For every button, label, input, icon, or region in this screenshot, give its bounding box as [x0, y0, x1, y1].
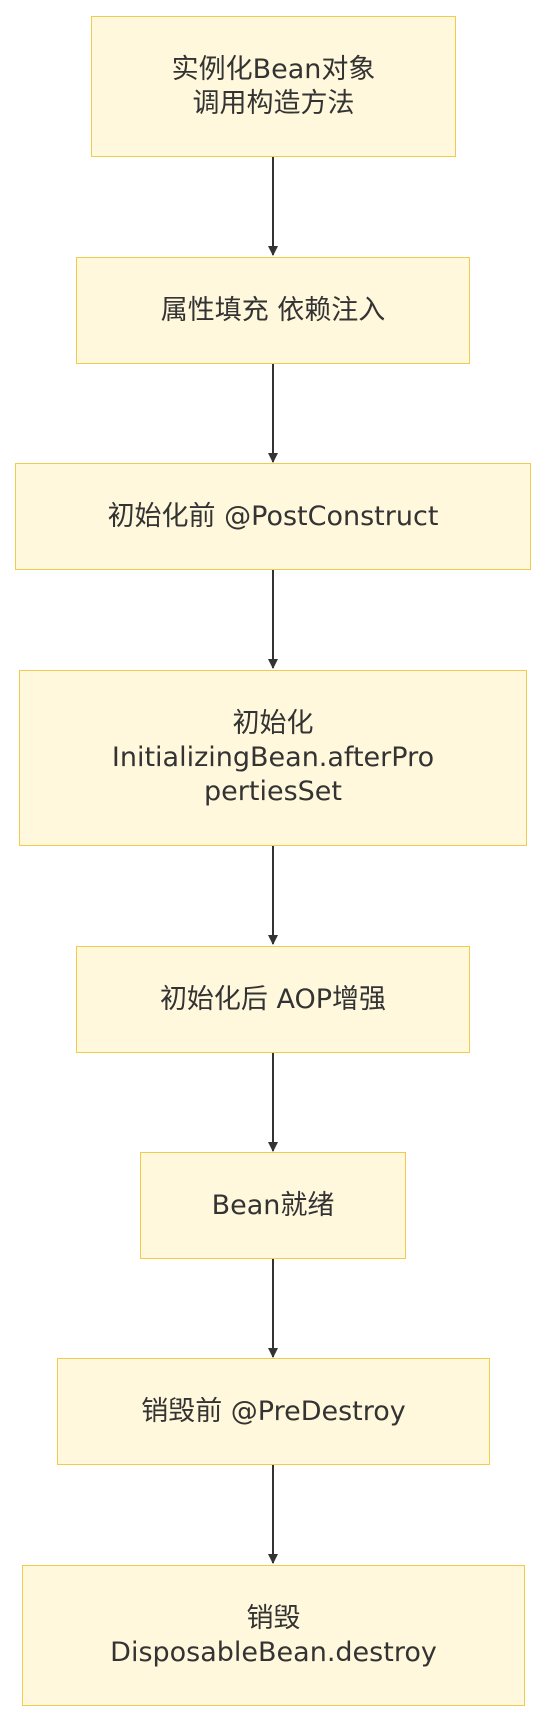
node-populate-line-1: 属性填充 依赖注入: [160, 294, 386, 326]
node-ready-line-1: Bean就绪: [211, 1189, 335, 1221]
node-populate: 属性填充 依赖注入: [76, 257, 470, 364]
node-disposable-bean-line-1: 销毁: [246, 1602, 301, 1634]
node-initializing-bean-line-1: 初始化: [232, 708, 314, 739]
node-instantiate-line-1: 实例化Bean对象: [171, 53, 376, 85]
node-initializing-bean-line-3: pertiesSet: [204, 776, 342, 807]
node-ready: Bean就绪: [140, 1152, 406, 1259]
node-disposable-bean-line-2: DisposableBean.destroy: [110, 1636, 437, 1668]
node-post-construct: 初始化前 @PostConstruct: [15, 463, 531, 570]
node-pre-destroy-line-1: 销毁前 @PreDestroy: [141, 1395, 406, 1427]
node-instantiate-line-2: 调用构造方法: [192, 87, 355, 119]
node-initializing-bean: 初始化 InitializingBean.afterPro pertiesSet: [19, 670, 527, 846]
node-post-construct-line-1: 初始化前 @PostConstruct: [107, 500, 439, 532]
node-initializing-bean-line-2: InitializingBean.afterPro: [111, 742, 435, 773]
node-instantiate: 实例化Bean对象 调用构造方法: [91, 16, 456, 157]
node-disposable-bean: 销毁 DisposableBean.destroy: [22, 1565, 525, 1706]
node-aop-line-1: 初始化后 AOP增强: [159, 983, 387, 1015]
node-pre-destroy: 销毁前 @PreDestroy: [57, 1358, 490, 1465]
node-aop: 初始化后 AOP增强: [76, 946, 470, 1053]
